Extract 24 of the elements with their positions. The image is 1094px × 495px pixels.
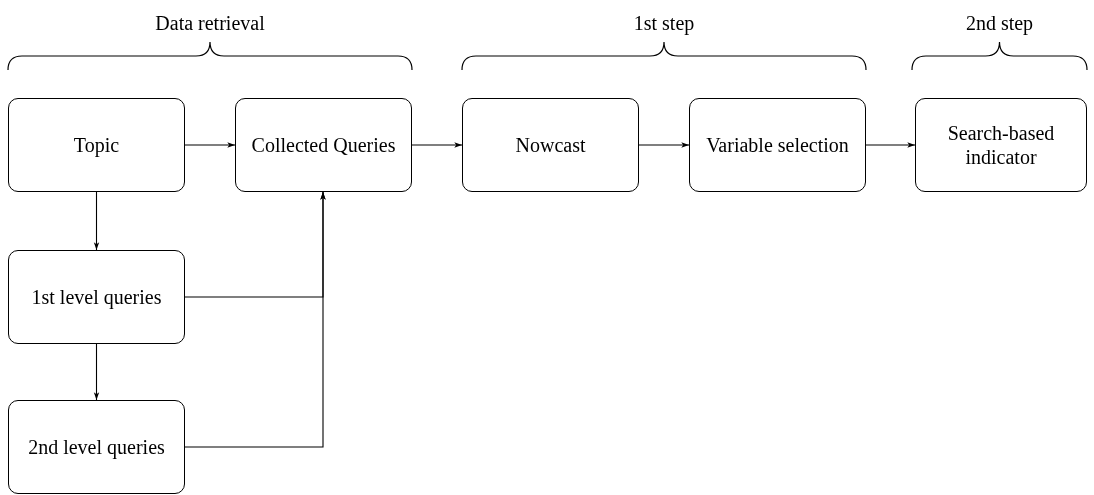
arrow bbox=[184, 191, 326, 448]
process-box bbox=[8, 400, 185, 494]
box-label: Collected Queries bbox=[250, 133, 397, 157]
arrow bbox=[865, 142, 916, 148]
box-label: 1st level queries bbox=[30, 285, 163, 309]
stage-label: Data retrieval bbox=[155, 12, 265, 35]
box-label: Variable selection bbox=[705, 133, 850, 157]
process-box bbox=[462, 98, 639, 192]
process-box bbox=[8, 98, 185, 192]
arrow bbox=[638, 142, 690, 148]
process-box bbox=[235, 98, 412, 192]
process-box bbox=[8, 250, 185, 344]
arrow bbox=[184, 142, 236, 148]
box-label: Search-based indicator bbox=[946, 121, 1056, 169]
stage-label: 1st step bbox=[633, 12, 695, 35]
arrow bbox=[411, 142, 463, 148]
process-box bbox=[689, 98, 866, 192]
box-label: 2nd level queries bbox=[27, 435, 166, 459]
box-label: Topic bbox=[72, 133, 121, 157]
process-box bbox=[915, 98, 1087, 192]
arrow bbox=[93, 343, 100, 401]
stage-label: 2nd step bbox=[965, 12, 1034, 35]
box-label: Nowcast bbox=[514, 133, 587, 157]
arrow bbox=[93, 191, 100, 251]
